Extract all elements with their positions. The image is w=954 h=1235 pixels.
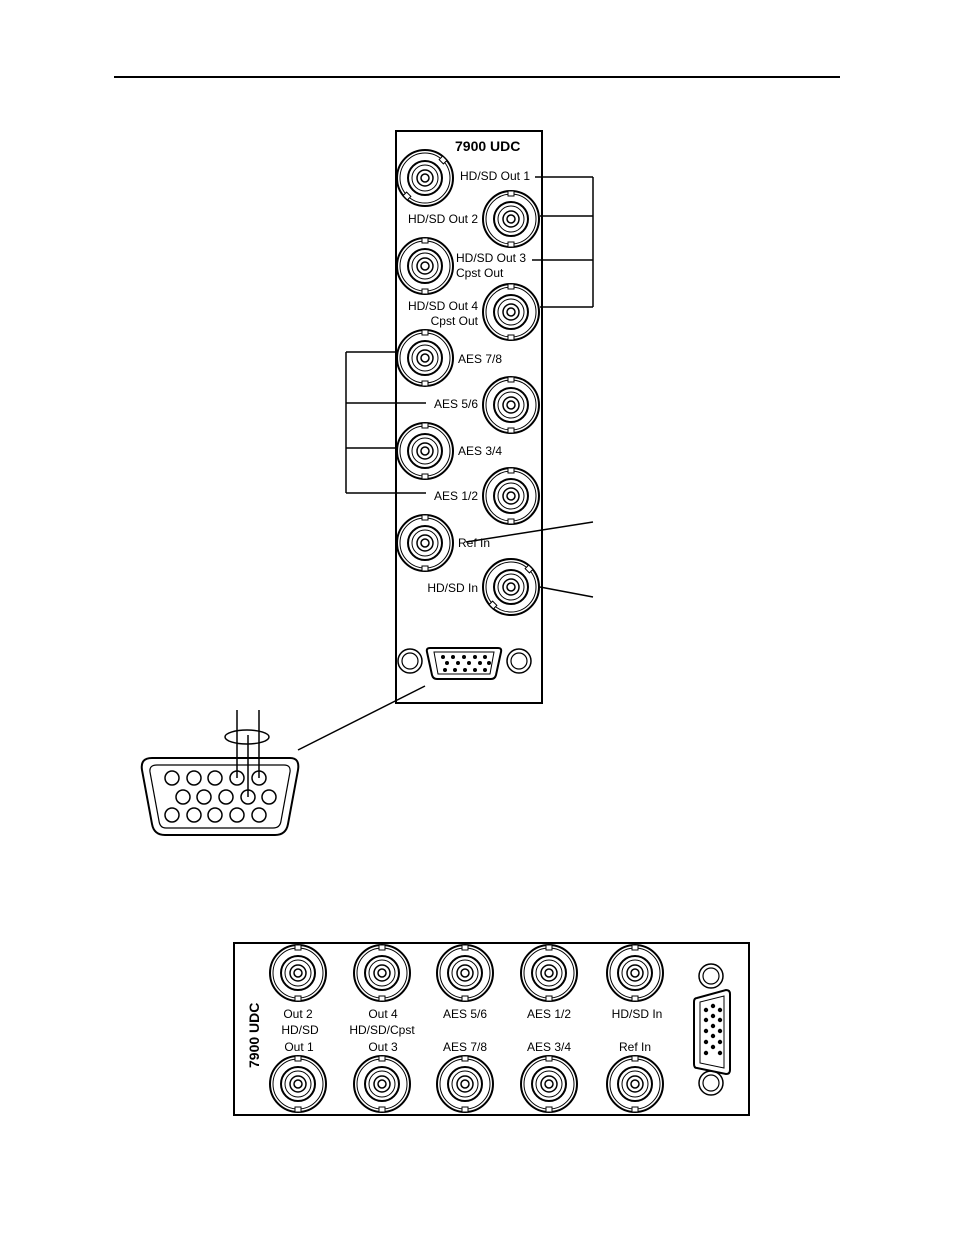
screw-right xyxy=(506,648,532,674)
hlabel-mid-1: HD/SD xyxy=(281,1023,319,1037)
hbnc-top-2 xyxy=(353,944,411,1002)
bnc-ref-in-connector xyxy=(396,514,454,572)
label-out3-line2: Cpst Out xyxy=(456,266,504,280)
horizontal-rear-panel: 7900 UDC Out 2 Out 4 AES 5/6 AES 1/2 HD/… xyxy=(233,942,750,1116)
db15-connector-small xyxy=(425,647,503,680)
hdb15-connector xyxy=(693,988,731,1076)
bnc-hdsd-in-connector xyxy=(482,558,540,616)
label-out2: HD/SD Out 2 xyxy=(408,212,478,226)
hbnc-bottom-4 xyxy=(520,1055,578,1113)
hbnc-top-1 xyxy=(269,944,327,1002)
hlabel-top-1: Out 2 xyxy=(283,1007,313,1021)
hbnc-top-3 xyxy=(436,944,494,1002)
screw-left xyxy=(397,648,423,674)
bnc-out2-connector xyxy=(482,190,540,248)
leader-db15 xyxy=(297,685,426,751)
label-aes78: AES 7/8 xyxy=(458,352,502,366)
label-hdsd-in: HD/SD In xyxy=(427,581,478,595)
aes-bracket xyxy=(345,351,426,494)
label-out4-line2: Cpst Out xyxy=(431,314,479,328)
hlabel-mid-2: HD/SD/Cpst xyxy=(349,1023,415,1037)
horizontal-panel-model: 7900 UDC xyxy=(246,1003,262,1068)
bnc-aes34-connector xyxy=(396,422,454,480)
hscrew-bottom xyxy=(698,1070,724,1096)
hbnc-bottom-2 xyxy=(353,1055,411,1113)
hscrew-top xyxy=(698,963,724,989)
leader-hdsd-in xyxy=(539,586,594,598)
hlabel-top-2: Out 4 xyxy=(368,1007,398,1021)
bnc-out3-connector xyxy=(396,237,454,295)
hlabel-top-3: AES 5/6 xyxy=(443,1007,487,1021)
hbnc-bottom-1 xyxy=(269,1055,327,1113)
hlabel-bottom-1: Out 1 xyxy=(284,1040,314,1054)
leader-ref-in xyxy=(465,521,594,543)
bnc-aes12-connector xyxy=(482,467,540,525)
hlabel-bottom-3: AES 7/8 xyxy=(443,1040,487,1054)
label-aes34: AES 3/4 xyxy=(458,444,502,458)
bnc-aes78-connector xyxy=(396,329,454,387)
hlabel-top-4: AES 1/2 xyxy=(527,1007,571,1021)
output-bracket xyxy=(532,176,594,308)
vertical-rear-panel: 7900 UDC HD/SD Out 1 HD/SD Out 2 HD/SD O… xyxy=(395,130,543,704)
bnc-out4-connector xyxy=(482,283,540,341)
hbnc-bottom-3 xyxy=(436,1055,494,1113)
label-out4-line1: HD/SD Out 4 xyxy=(408,299,478,313)
bnc-out1-connector xyxy=(396,149,454,207)
label-aes56: AES 5/6 xyxy=(434,397,478,411)
db15-connector-enlarged xyxy=(140,710,300,836)
hbnc-top-5 xyxy=(606,944,664,1002)
bnc-aes56-connector xyxy=(482,376,540,434)
hlabel-bottom-2: Out 3 xyxy=(368,1040,398,1054)
hbnc-bottom-5 xyxy=(606,1055,664,1113)
hlabel-bottom-5: Ref In xyxy=(619,1040,651,1054)
label-ref-in: Ref In xyxy=(458,536,490,550)
hlabel-bottom-4: AES 3/4 xyxy=(527,1040,571,1054)
label-aes12: AES 1/2 xyxy=(434,489,478,503)
hbnc-top-4 xyxy=(520,944,578,1002)
label-out3-line1: HD/SD Out 3 xyxy=(456,251,526,265)
vertical-panel-model: 7900 UDC xyxy=(455,138,520,154)
hlabel-top-5: HD/SD In xyxy=(612,1007,663,1021)
label-out1: HD/SD Out 1 xyxy=(460,169,530,183)
